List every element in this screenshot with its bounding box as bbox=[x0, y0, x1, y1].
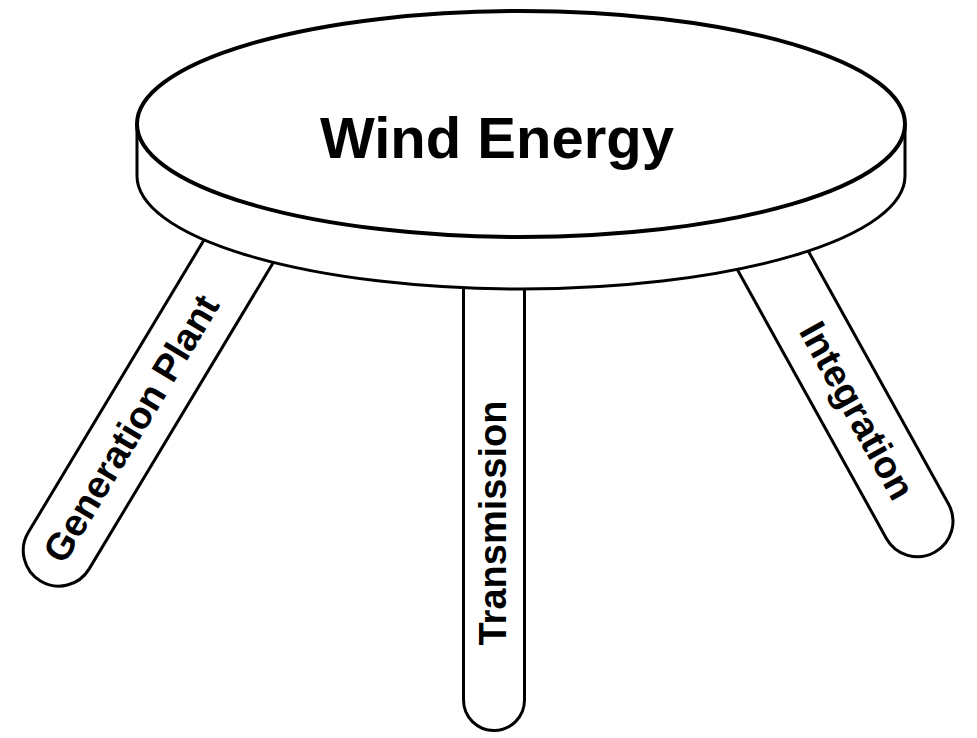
stool-seat: Wind Energy bbox=[130, 5, 915, 305]
leg-label: Generation Plant bbox=[35, 287, 229, 570]
stool-leg: Generation Plant bbox=[8, 205, 287, 601]
stool-leg: Transmission bbox=[462, 258, 526, 732]
leg-label: Transmission bbox=[472, 401, 516, 646]
stool-leg: Integration bbox=[724, 212, 968, 571]
seat-label: Wind Energy bbox=[320, 105, 674, 172]
seat-top bbox=[137, 11, 905, 237]
leg-label: Integration bbox=[790, 315, 923, 508]
